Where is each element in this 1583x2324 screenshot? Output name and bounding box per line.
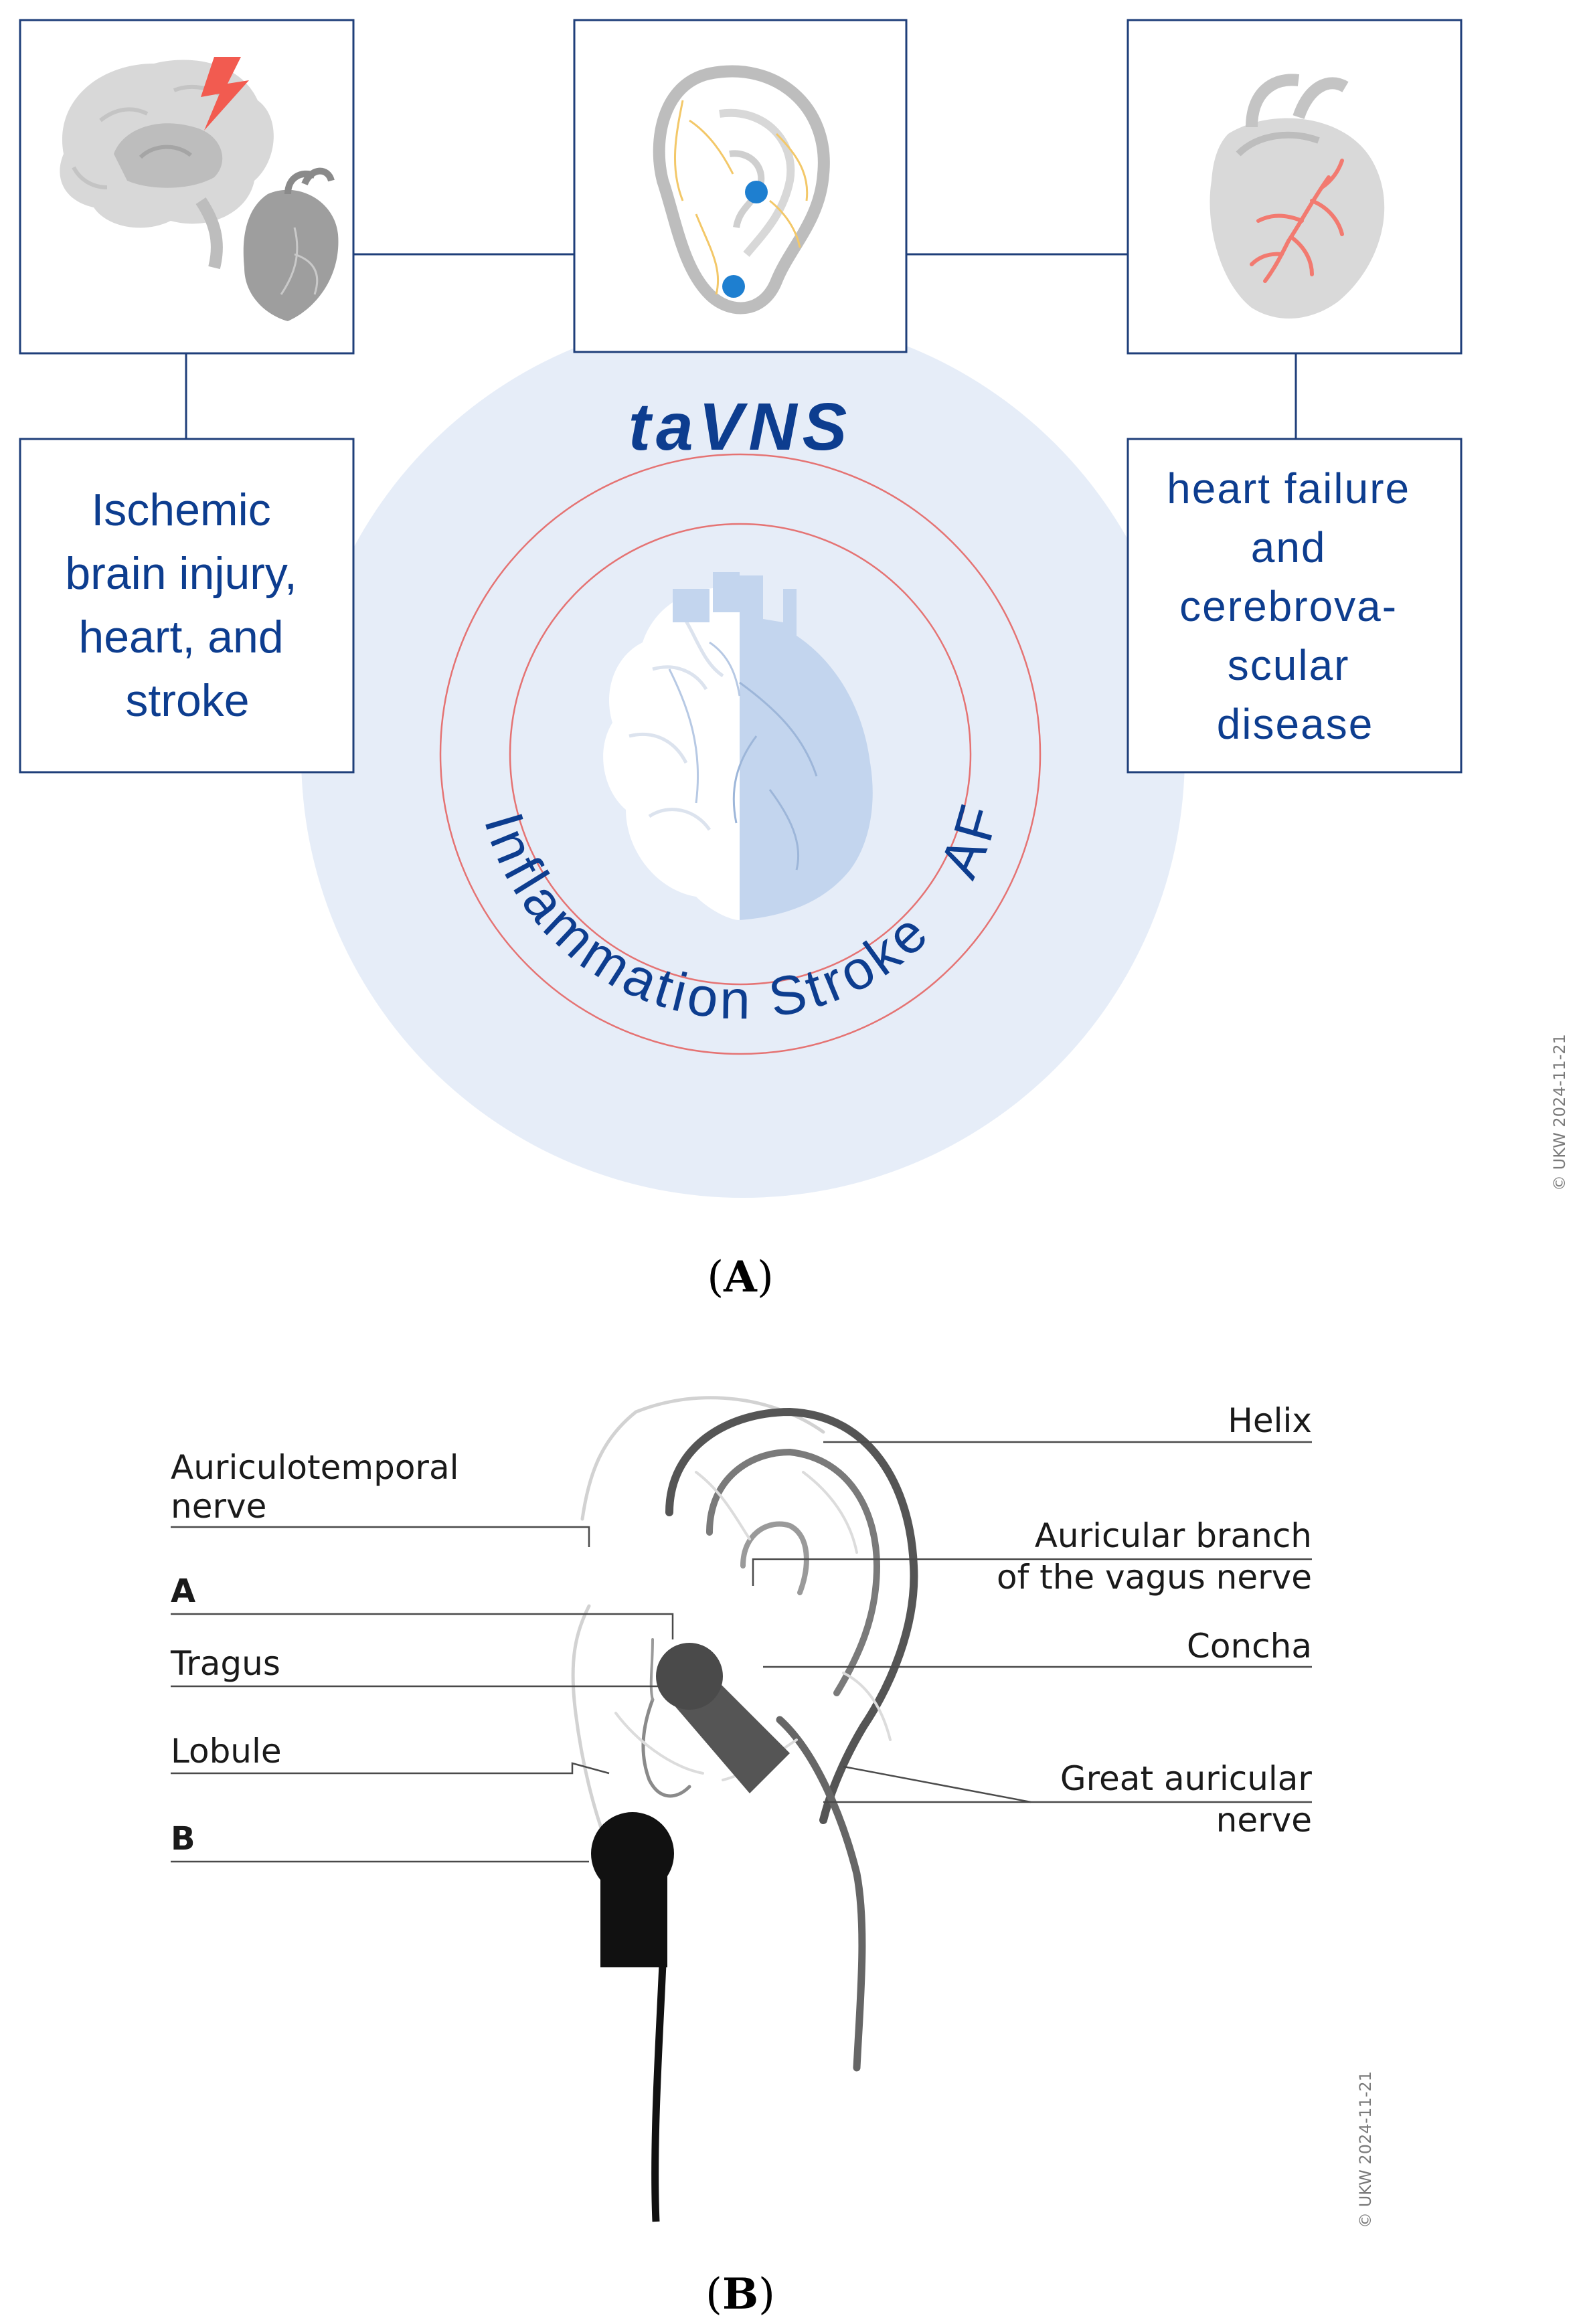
left-condition-text: Ischemic brain injury, heart, and stroke (65, 484, 309, 726)
inner-red-ring (509, 523, 972, 986)
leader-auriculotemporal (171, 1526, 590, 1547)
panel-a-caption-letter: A (723, 1252, 758, 1302)
leader-great-auricular-upper (843, 1765, 1031, 1803)
leader-lobule (171, 1762, 610, 1775)
left-condition-line-2: brain injury, (65, 548, 297, 599)
left-condition-box (19, 438, 355, 774)
left-condition-line-1: Ischemic (91, 484, 270, 535)
label-auriculotemporal-line-2: nerve (171, 1487, 266, 1526)
leader-a (171, 1613, 674, 1639)
label-helix: Helix (1228, 1401, 1312, 1440)
right-condition-box (1127, 438, 1463, 774)
electrode-a-icon (656, 1643, 790, 1793)
right-condition-line-5: disease (1217, 700, 1374, 748)
lightning-bolt-icon (201, 57, 249, 130)
copyright-panel-b: © UKW 2024-11-21 (1356, 2071, 1375, 2228)
panel-a: Ischemic brain injury, heart, and stroke… (19, 19, 1569, 1302)
electrode-dot-lower (722, 275, 745, 298)
right-condition-line-1: heart failure (1167, 464, 1410, 513)
label-vagus-line-2: of the vagus nerve (997, 1558, 1312, 1597)
ear-icon (653, 65, 830, 315)
panel-a-caption: (A) (707, 1252, 774, 1302)
small-heart-icon (243, 167, 339, 321)
right-condition-line-3: cerebrova- (1179, 582, 1398, 630)
right-condition-line-4: scular (1228, 641, 1350, 689)
label-lobule: Lobule (171, 1732, 282, 1771)
brain-heart-center-icon (603, 572, 873, 920)
label-vagus-line-1: Auricular branch (1035, 1516, 1312, 1555)
panel-b: Auriculotemporal nerve A Tragus Lobule B… (170, 1396, 1375, 2319)
outer-red-ring (439, 453, 1042, 1055)
tavns-title: taVNS (629, 389, 853, 464)
copyright-panel-a: © UKW 2024-11-21 (1550, 1034, 1569, 1191)
leader-vagus (752, 1558, 1312, 1586)
right-condition-line-2: and (1251, 523, 1327, 571)
label-great-auricular-line-1: Great auricular (1060, 1759, 1313, 1798)
left-condition-line-4: stroke (125, 675, 249, 726)
panel-b-caption: (B) (705, 2269, 775, 2319)
panel-b-caption-letter: B (722, 2269, 758, 2319)
ear-outline-icon (571, 1396, 918, 2072)
label-great-auricular-line-2: nerve (1216, 1801, 1312, 1840)
label-b: B (171, 1820, 195, 1858)
electrode-dot-upper (745, 181, 768, 203)
label-auriculotemporal-line-1: Auriculotemporal (171, 1448, 459, 1487)
right-condition-text: heart failure and cerebrova- scular dise… (1167, 464, 1424, 748)
electrode-b-icon (591, 1812, 674, 2222)
left-condition-line-3: heart, and (78, 612, 283, 662)
coronary-vessels-icon (1250, 159, 1344, 283)
label-tragus: Tragus (170, 1644, 280, 1683)
label-concha: Concha (1187, 1627, 1312, 1666)
label-a: A (171, 1573, 195, 1610)
